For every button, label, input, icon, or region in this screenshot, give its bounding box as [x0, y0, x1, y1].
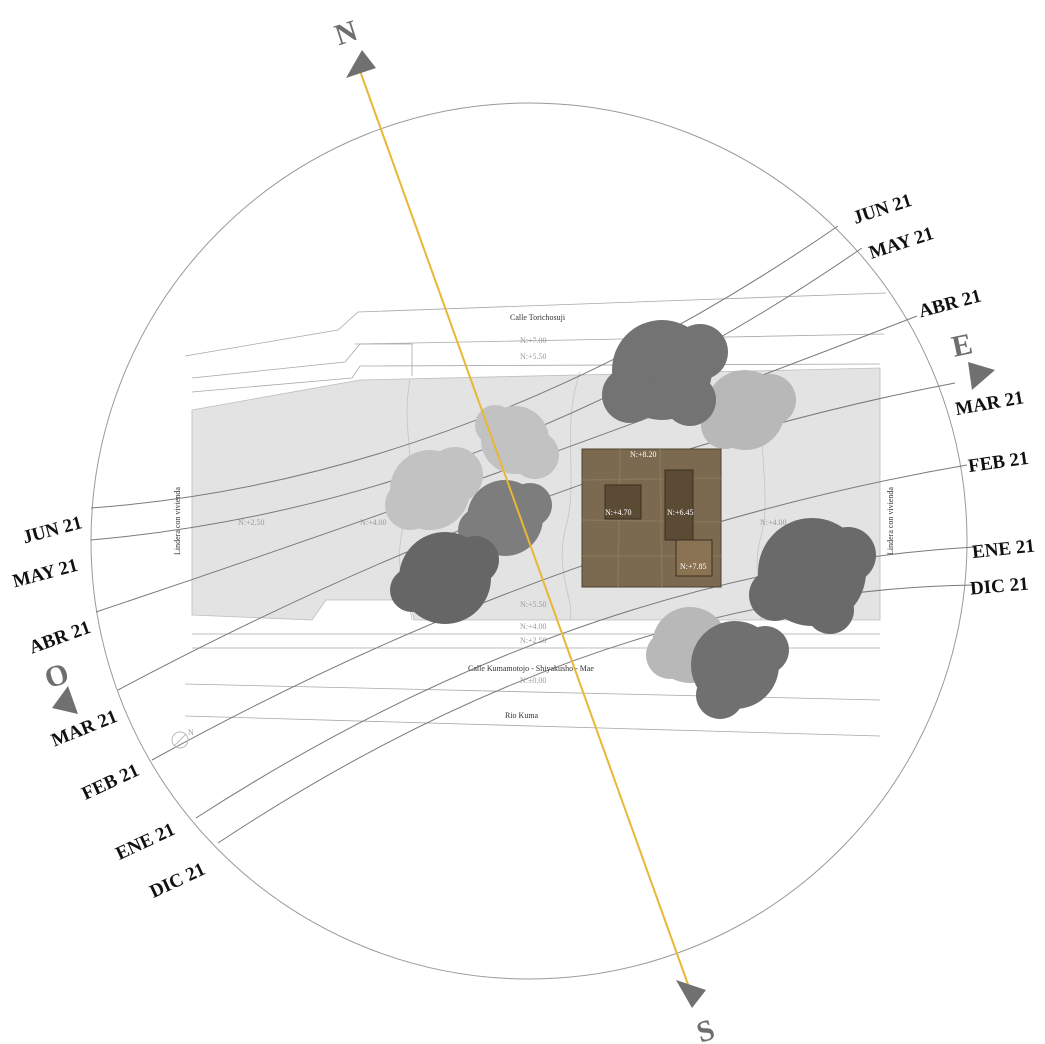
level-bottom-street: N:±0.00: [520, 676, 546, 685]
level-bottom-a: N:+5.50: [520, 600, 547, 609]
left-label-abr: ABR 21: [26, 617, 93, 659]
level-top-street: N:+7.00: [520, 336, 547, 345]
river-label: Rio Kuma: [505, 711, 539, 720]
right-label-may: MAY 21: [866, 223, 936, 264]
tree-dark-3: [390, 532, 499, 624]
north-arrow-icon: [346, 50, 376, 78]
room-c: [675, 539, 713, 577]
level-room-a: N:+4.70: [605, 508, 632, 517]
north-south-axis: [358, 67, 691, 991]
level-bottom-b: N:+4.00: [520, 622, 547, 631]
level-room-b: N:+6.45: [667, 508, 694, 517]
building: [581, 448, 722, 588]
sun-path-jun: [90, 225, 839, 509]
east-label: E: [949, 327, 975, 363]
level-left-a: N:+2.50: [238, 518, 265, 527]
left-label-ene: ENE 21: [113, 819, 179, 865]
south-label: S: [693, 1013, 719, 1044]
right-label-ene: ENE 21: [971, 536, 1036, 563]
tree-dark-1: [602, 320, 728, 426]
tree-dark-5: [691, 621, 789, 719]
tree-dark-2: [458, 480, 552, 556]
level-top-sidewalk: N:+5.50: [520, 352, 547, 361]
right-label-jun: JUN 21: [850, 190, 914, 229]
right-label-feb: FEB 21: [967, 448, 1030, 477]
room-b: [664, 469, 694, 541]
right-label-dic: DIC 21: [969, 574, 1029, 600]
west-arrow-icon: [52, 686, 78, 714]
room-a: [604, 484, 642, 520]
sun-path-feb: [151, 464, 968, 761]
left-label-feb: FEB 21: [79, 760, 143, 805]
left-label-dic: DIC 21: [147, 859, 209, 903]
tree-light-1: [385, 405, 559, 530]
street-bottom-label: Calle Kumamotojo - Shiyakusho - Mae: [468, 664, 594, 673]
sun-path-dic: [217, 584, 976, 844]
tree-light-2: [646, 370, 796, 683]
street-top-label: Calle Torichosuji: [510, 313, 566, 322]
tree-dark-4: [749, 518, 876, 634]
level-left-b: N:+4.00: [360, 518, 387, 527]
left-label-mar: MAR 21: [48, 706, 120, 751]
level-building-top: N:+8.20: [630, 450, 657, 459]
north-label: N: [331, 14, 362, 52]
left-label-may: MAY 21: [10, 555, 80, 593]
north-marker-label: N: [188, 728, 194, 737]
level-right: N:+4.00: [760, 518, 787, 527]
right-label-abr: ABR 21: [916, 286, 983, 323]
right-label-mar: MAR 21: [954, 387, 1026, 420]
west-label: O: [41, 657, 73, 696]
boundary-left-label: Lindera con vivienda: [173, 487, 182, 555]
boundary-right-label: Lindera con vivienda: [886, 487, 895, 555]
south-arrow-icon: [676, 980, 706, 1008]
sun-circle: [90, 102, 968, 980]
level-bottom-c: N:+2.50: [520, 636, 547, 645]
north-marker-icon: [171, 731, 189, 749]
left-label-jun: JUN 21: [20, 512, 84, 548]
level-room-c: N:+7.85: [680, 562, 707, 571]
east-arrow-icon: [968, 362, 995, 390]
trees: [385, 320, 876, 719]
